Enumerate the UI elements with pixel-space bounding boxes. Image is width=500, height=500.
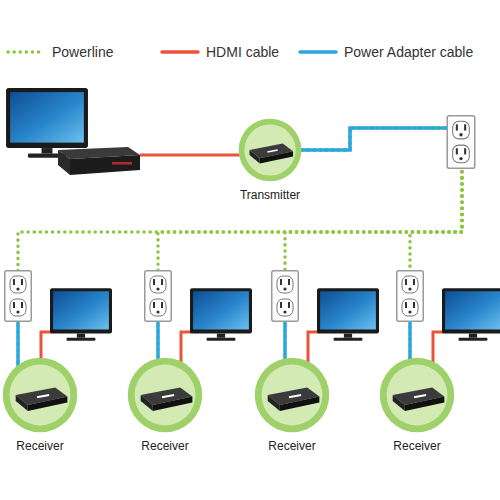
legend-entry: HDMI cable <box>160 42 279 62</box>
television <box>50 288 112 341</box>
legend-label: Power Adapter cable <box>344 42 473 62</box>
node-circle <box>127 357 203 433</box>
wall-outlet <box>447 116 475 168</box>
receiver-node: Receiver <box>2 357 78 433</box>
node-circle <box>379 357 455 433</box>
legend-line-sample <box>160 42 200 62</box>
node-circle <box>2 357 78 433</box>
powerline-connector <box>302 128 462 358</box>
device-label: Transmitter <box>240 188 300 202</box>
television <box>190 288 252 341</box>
legend-line-sample <box>298 42 338 62</box>
device-label: Receiver <box>268 439 315 453</box>
wall-outlet <box>145 271 172 322</box>
legend-entry: Power Adapter cable <box>298 42 473 62</box>
television <box>317 288 379 341</box>
powerline-connector <box>158 128 462 358</box>
wall-outlet <box>397 271 424 322</box>
television <box>6 88 88 158</box>
wall-outlet <box>5 271 32 322</box>
media-player <box>58 147 140 175</box>
receiver-node: Receiver <box>127 357 203 433</box>
powerline-connector <box>18 128 462 364</box>
power-cable <box>300 128 447 150</box>
wall-outlet <box>272 271 299 322</box>
legend-label: Powerline <box>52 42 113 62</box>
television <box>442 288 500 341</box>
receiver-node: Receiver <box>254 357 330 433</box>
legend-line-sample <box>6 42 46 62</box>
legend-label: HDMI cable <box>206 42 279 62</box>
hdmi-cable <box>140 154 240 157</box>
device-label: Receiver <box>16 439 63 453</box>
node-circle <box>254 357 330 433</box>
node-circle <box>238 118 302 182</box>
device-label: Receiver <box>393 439 440 453</box>
legend-entry: Powerline <box>6 42 113 62</box>
transmitter-node: Transmitter <box>238 118 302 182</box>
powerline-connector <box>285 128 462 358</box>
receiver-node: Receiver <box>379 357 455 433</box>
device-label: Receiver <box>141 439 188 453</box>
